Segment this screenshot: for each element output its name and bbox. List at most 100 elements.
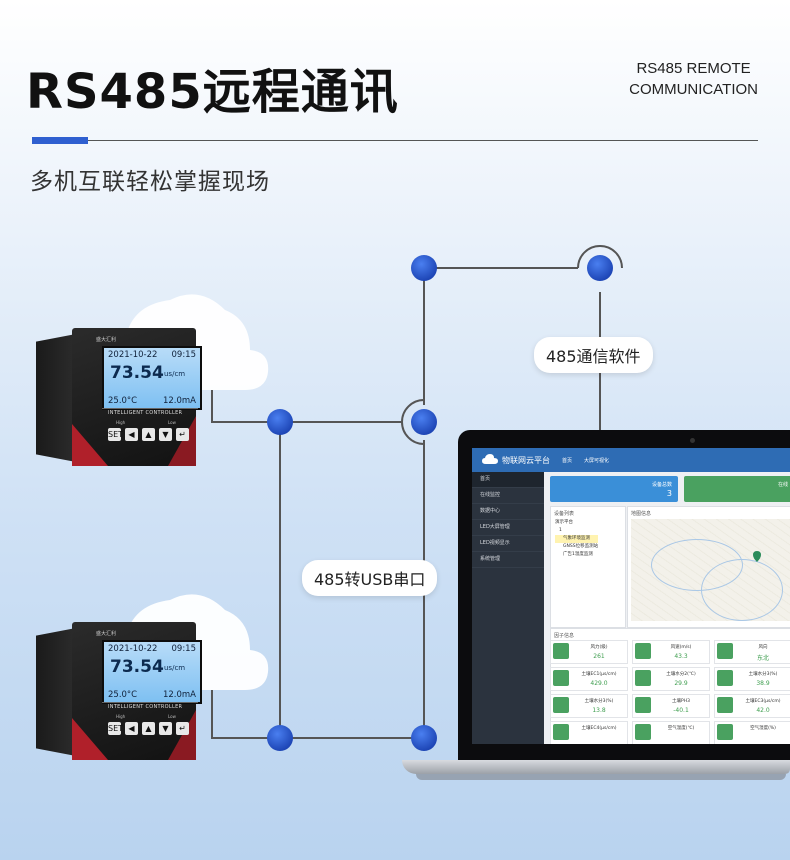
down-key[interactable]: ▼	[159, 722, 172, 735]
sidebar-item-system[interactable]: 系统管理	[472, 552, 544, 568]
converter-label: 485转USB串口	[302, 560, 438, 596]
device-caption: INTELLIGENT CONTROLLER	[108, 704, 183, 710]
english-title: RS485 REMOTE COMMUNICATION	[629, 58, 758, 100]
sensor-name: 土壤水分3(%)	[748, 672, 778, 677]
tree-item[interactable]: 广告1温度监测	[563, 552, 593, 557]
sensor-card: 土壤PH3 -40.1	[632, 694, 710, 718]
sensor-value: 38.9	[756, 680, 770, 687]
sensor-value: 东北	[756, 655, 769, 662]
sensor-value: 43.3	[674, 653, 688, 660]
high-label: High	[116, 420, 126, 425]
connection-node	[411, 409, 437, 435]
down-key[interactable]: ▼	[159, 428, 172, 441]
enter-key[interactable]: ↵	[176, 428, 189, 441]
connection-node	[267, 725, 293, 751]
lcd-unit: us/cm	[164, 370, 186, 378]
device-list-title: 设备列表	[554, 511, 575, 517]
device-brand: 盛大汇利	[96, 631, 117, 637]
sensor-value: 42.0	[756, 707, 770, 714]
software-label: 485通信软件	[534, 337, 653, 373]
sensor-name: 土壤水分2(℃)	[666, 672, 696, 677]
keypad: SET ◀ ▲ ▼ ↵	[108, 428, 189, 441]
english-title-line-2: COMMUNICATION	[629, 81, 758, 98]
lcd-current: 12.0mA	[162, 690, 196, 700]
sensor-value: 29.9	[674, 680, 688, 687]
sensor-name: 风力(级)	[590, 645, 608, 650]
sensor-name: 空气湿度(%)	[750, 726, 776, 731]
english-title-line-1: RS485 REMOTE	[636, 60, 751, 77]
enter-key[interactable]: ↵	[176, 722, 189, 735]
device-count-value: 3	[666, 489, 672, 498]
lcd-temp: 25.0°C	[108, 396, 138, 406]
divider-rule	[88, 140, 758, 141]
sidebar-item-led-screen[interactable]: LED大屏管理	[472, 520, 544, 536]
device-brand: 盛大汇利	[96, 337, 117, 343]
cloud-logo-icon	[482, 454, 498, 464]
sensor-name: 风速(m/s)	[670, 645, 692, 650]
controller-device-1: 盛大汇利 2021-10-22 09:15 73.54 us/cm 25.0°C…	[36, 328, 202, 466]
sensor-name: 土壤水分3(%)	[584, 699, 614, 704]
up-key[interactable]: ▲	[142, 722, 155, 735]
sensor-name: 土壤PH3	[672, 699, 690, 704]
lcd-display: 2021-10-22 09:15 73.54 us/cm 25.0°C 12.0…	[102, 346, 202, 410]
sidebar-item-home[interactable]: 首页	[472, 472, 544, 488]
low-label: Low	[168, 714, 176, 719]
set-key[interactable]: SET	[108, 428, 124, 441]
high-label: High	[116, 714, 126, 719]
sensor-name: 土壤EC3(μs/cm)	[745, 699, 781, 704]
sensor-value: 261	[593, 653, 605, 660]
sensor-card: 风速(m/s) 43.3	[632, 640, 710, 664]
map-pin-icon[interactable]	[753, 551, 761, 562]
camera-dot	[690, 438, 695, 443]
map-view[interactable]	[631, 519, 790, 621]
lcd-date: 2021-10-22	[108, 350, 158, 360]
subtitle: 多机互联轻松掌握现场	[30, 169, 270, 195]
connection-node	[587, 255, 613, 281]
device-list-panel: 设备列表 演示平台 1 气象环境监测 GNSS位移监测站 广告1温度监测	[550, 506, 626, 628]
sidebar-item-led-video[interactable]: LED视频显示	[472, 536, 544, 552]
controller-device-2: 盛大汇利 2021-10-22 09:15 73.54 us/cm 25.0°C…	[36, 622, 202, 760]
map-panel: 地图信息	[627, 506, 790, 628]
sensor-card: 空气湿度(%)	[714, 721, 790, 744]
platform-screen: 物联网云平台 首页 大屏可视化 首页 在线监控 数据中心 LED大屏管理 LED…	[472, 448, 790, 744]
device-count-card: 设备总数 3	[550, 476, 678, 502]
lcd-value: 73.54	[110, 363, 164, 383]
sensor-card: 空气温度(℃)	[632, 721, 710, 744]
nav-visualization[interactable]: 大屏可视化	[584, 458, 610, 464]
left-key[interactable]: ◀	[125, 428, 138, 441]
up-key[interactable]: ▲	[142, 428, 155, 441]
lcd-value: 73.54	[110, 657, 164, 677]
laptop-foot	[416, 774, 786, 780]
lcd-display: 2021-10-22 09:15 73.54 us/cm 25.0°C 12.0…	[102, 640, 202, 704]
tree-item[interactable]: 演示平台	[555, 520, 573, 525]
tree-item[interactable]: GNSS位移监测站	[563, 544, 599, 549]
sidebar-item-monitor[interactable]: 在线监控	[472, 488, 544, 504]
device-count-label: 设备总数	[651, 482, 672, 488]
sensor-card: 土壤水分2(℃) 29.9	[632, 667, 710, 691]
lcd-time: 09:15	[171, 644, 197, 654]
lcd-unit: us/cm	[164, 664, 186, 672]
connection-node	[411, 725, 437, 751]
connection-node	[267, 409, 293, 435]
low-label: Low	[168, 420, 176, 425]
sensor-name: 空气温度(℃)	[667, 726, 695, 731]
lcd-temp: 25.0°C	[108, 690, 138, 700]
sidebar-item-data[interactable]: 数据中心	[472, 504, 544, 520]
accent-bar	[32, 137, 88, 144]
set-key[interactable]: SET	[108, 722, 124, 735]
sensor-card: 风向东北	[714, 640, 790, 664]
lcd-date: 2021-10-22	[108, 644, 158, 654]
tree-item[interactable]: 气象环境监测	[555, 535, 599, 543]
connection-node	[411, 255, 437, 281]
sensor-value: 13.8	[592, 707, 606, 714]
sensor-value: -40.1	[673, 707, 689, 714]
lcd-time: 09:15	[171, 350, 197, 360]
left-key[interactable]: ◀	[125, 722, 138, 735]
tree-item[interactable]: 1	[559, 528, 562, 533]
sensor-card: 土壤水分3(%) 38.9	[714, 667, 790, 691]
nav-home[interactable]: 首页	[562, 458, 573, 464]
sensor-value: 429.0	[590, 680, 608, 687]
sensor-card: 风力(级) 261	[550, 640, 628, 664]
laptop: 物联网云平台 首页 大屏可视化 首页 在线监控 数据中心 LED大屏管理 LED…	[402, 430, 790, 784]
sensor-card: 土壤水分3(%) 13.8	[550, 694, 628, 718]
